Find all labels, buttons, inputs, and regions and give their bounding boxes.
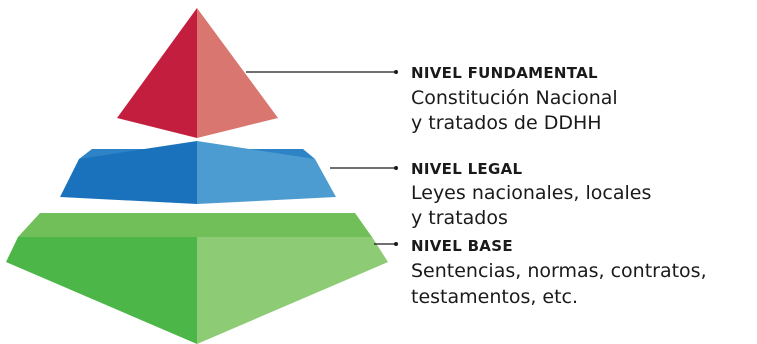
level-description-line: y tratados [411,207,508,229]
leader-dot-fundamental [394,70,398,74]
level-description-line: Constitución Nacional [411,87,618,109]
level-description-line: testamentos, etc. [411,286,578,308]
pyramid-tier-base [6,213,388,344]
leader-lines [246,70,398,246]
tier-legal-right-face [197,141,336,204]
level-label-legal: NIVEL LEGAL Leyes nacionales, locales y … [411,160,651,229]
level-label-base: NIVEL BASE Sentencias, normas, contratos… [411,237,707,308]
tier-base-top-face [18,213,372,237]
tier-base-right-face [197,237,388,344]
level-title: NIVEL BASE [411,237,513,255]
leader-dot-legal [394,166,398,170]
tier-fundamental-left-face [117,8,197,138]
level-title: NIVEL LEGAL [411,160,522,178]
level-description-line: Sentencias, normas, contratos, [411,260,707,282]
pyramid-tier-legal [60,141,336,204]
pyramid-tier-fundamental [117,8,278,138]
tier-fundamental-right-face [197,8,278,138]
tier-base-left-face [6,237,197,344]
leader-dot-base [394,242,398,246]
level-description-line: Leyes nacionales, locales [411,182,651,204]
level-title: NIVEL FUNDAMENTAL [411,64,598,82]
tier-legal-left-face [60,141,197,204]
level-label-fundamental: NIVEL FUNDAMENTAL Constitución Nacional … [411,64,618,134]
level-description-line: y tratados de DDHH [411,112,602,134]
